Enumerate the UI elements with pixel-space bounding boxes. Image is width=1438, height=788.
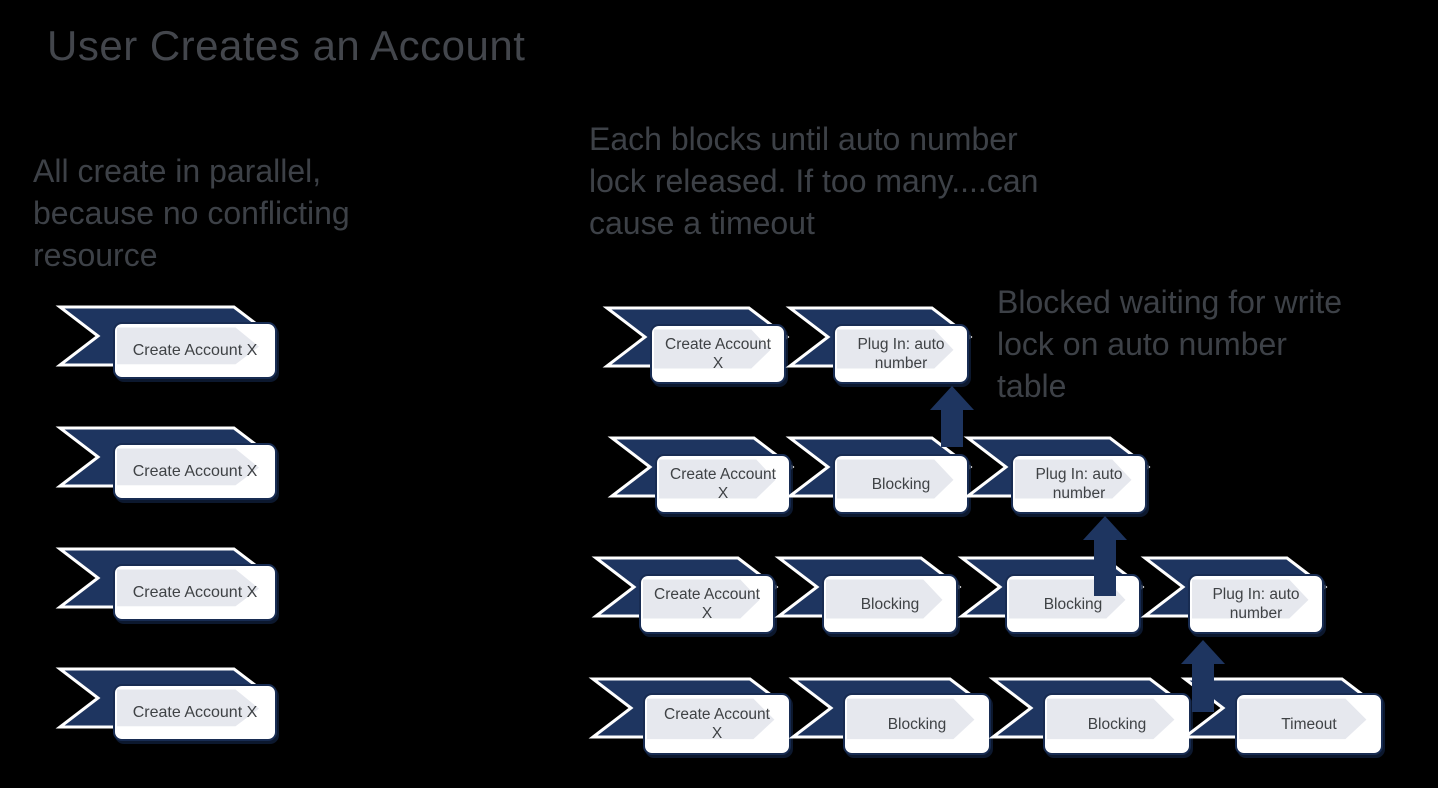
step-label: Create Account X: [664, 706, 770, 742]
step-card: Plug In: auto number: [833, 324, 969, 384]
note-line: cause a timeout: [589, 205, 815, 241]
arrow-accent-icon: [837, 329, 954, 369]
step-label: Plug In: auto number: [1212, 586, 1300, 622]
arrow-accent-icon: [837, 459, 954, 499]
step-label: Blocking: [860, 595, 920, 613]
step-label: Create Account X: [132, 463, 258, 480]
arrow-accent-icon: [654, 329, 771, 369]
step-label: Plug In: auto number: [1035, 466, 1123, 502]
step-card: Create Account X: [655, 454, 791, 514]
arrow-accent-icon: [847, 698, 975, 740]
step-label: Create Account X: [132, 342, 258, 359]
arrow-accent-icon: [1239, 698, 1367, 740]
step-card: Blocking: [833, 454, 969, 514]
step-label: Blocking: [871, 475, 931, 493]
step-card: Create Account X: [643, 693, 791, 755]
note-blocks-timeout: Each blocks until auto number lock relea…: [589, 118, 1038, 244]
arrow-accent-icon: [117, 569, 259, 607]
step-label: Create Account X: [665, 336, 771, 372]
arrow-accent-icon: [117, 327, 259, 365]
step-label: Create Account X: [132, 704, 258, 721]
note-line: lock released. If too many....can: [589, 163, 1039, 199]
step-label: Create Account X: [670, 466, 776, 502]
step-label: Blocking: [1043, 595, 1103, 613]
step-card: Create Account X: [650, 324, 786, 384]
arrow-accent-icon: [826, 579, 943, 619]
note-line: lock on auto number: [997, 326, 1287, 362]
step-card: Plug In: auto number: [1011, 454, 1147, 514]
step-label: Blocking: [887, 715, 947, 733]
step-card: Plug In: auto number: [1188, 574, 1324, 634]
step-card: Create Account X: [113, 564, 277, 621]
step-label: Create Account X: [132, 584, 258, 601]
note-line: table: [997, 368, 1067, 404]
step-card: Blocking: [843, 693, 991, 755]
step-label: Create Account X: [654, 586, 760, 622]
step-label: Plug In: auto number: [857, 336, 945, 372]
note-parallel: All create in parallel, because no confl…: [33, 150, 350, 276]
page-title: User Creates an Account: [47, 22, 526, 69]
step-card: Create Account X: [113, 443, 277, 500]
arrow-accent-icon: [1047, 698, 1175, 740]
note-line: Blocked waiting for write: [997, 284, 1343, 320]
step-card: Blocking: [1043, 693, 1191, 755]
arrow-accent-icon: [1192, 579, 1309, 619]
arrow-accent-icon: [117, 689, 259, 727]
note-line: because no conflicting: [33, 195, 350, 231]
arrow-accent-icon: [1015, 459, 1132, 499]
step-card: Blocking: [1005, 574, 1141, 634]
step-label: Blocking: [1087, 715, 1147, 733]
step-label: Timeout: [1281, 715, 1337, 733]
note-line: Each blocks until auto number: [589, 121, 1018, 157]
arrow-accent-icon: [659, 459, 776, 499]
arrow-accent-icon: [643, 579, 760, 619]
note-line: All create in parallel,: [33, 153, 322, 189]
step-card: Create Account X: [113, 322, 277, 379]
note-blocked-waiting: Blocked waiting for write lock on auto n…: [997, 281, 1342, 407]
step-card: Create Account X: [639, 574, 775, 634]
step-card: Timeout: [1235, 693, 1383, 755]
step-card: Blocking: [822, 574, 958, 634]
note-line: resource: [33, 237, 158, 273]
arrow-accent-icon: [647, 698, 775, 740]
step-card: Create Account X: [113, 684, 277, 741]
arrow-accent-icon: [117, 448, 259, 486]
